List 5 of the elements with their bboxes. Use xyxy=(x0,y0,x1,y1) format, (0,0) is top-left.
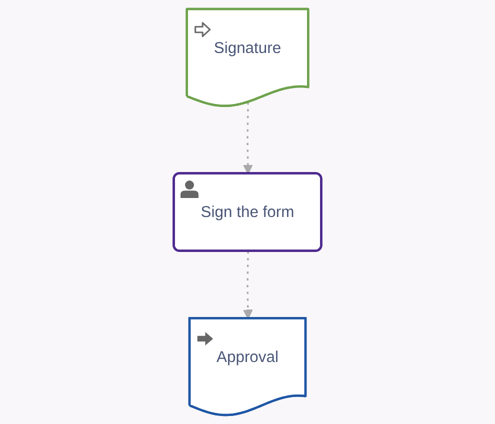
node-label: Signature xyxy=(214,37,282,58)
dotted-arrow xyxy=(242,102,253,174)
dotted-arrow xyxy=(242,251,253,320)
node-label: Approval xyxy=(216,346,279,368)
node-label: Sign the form xyxy=(200,201,294,222)
